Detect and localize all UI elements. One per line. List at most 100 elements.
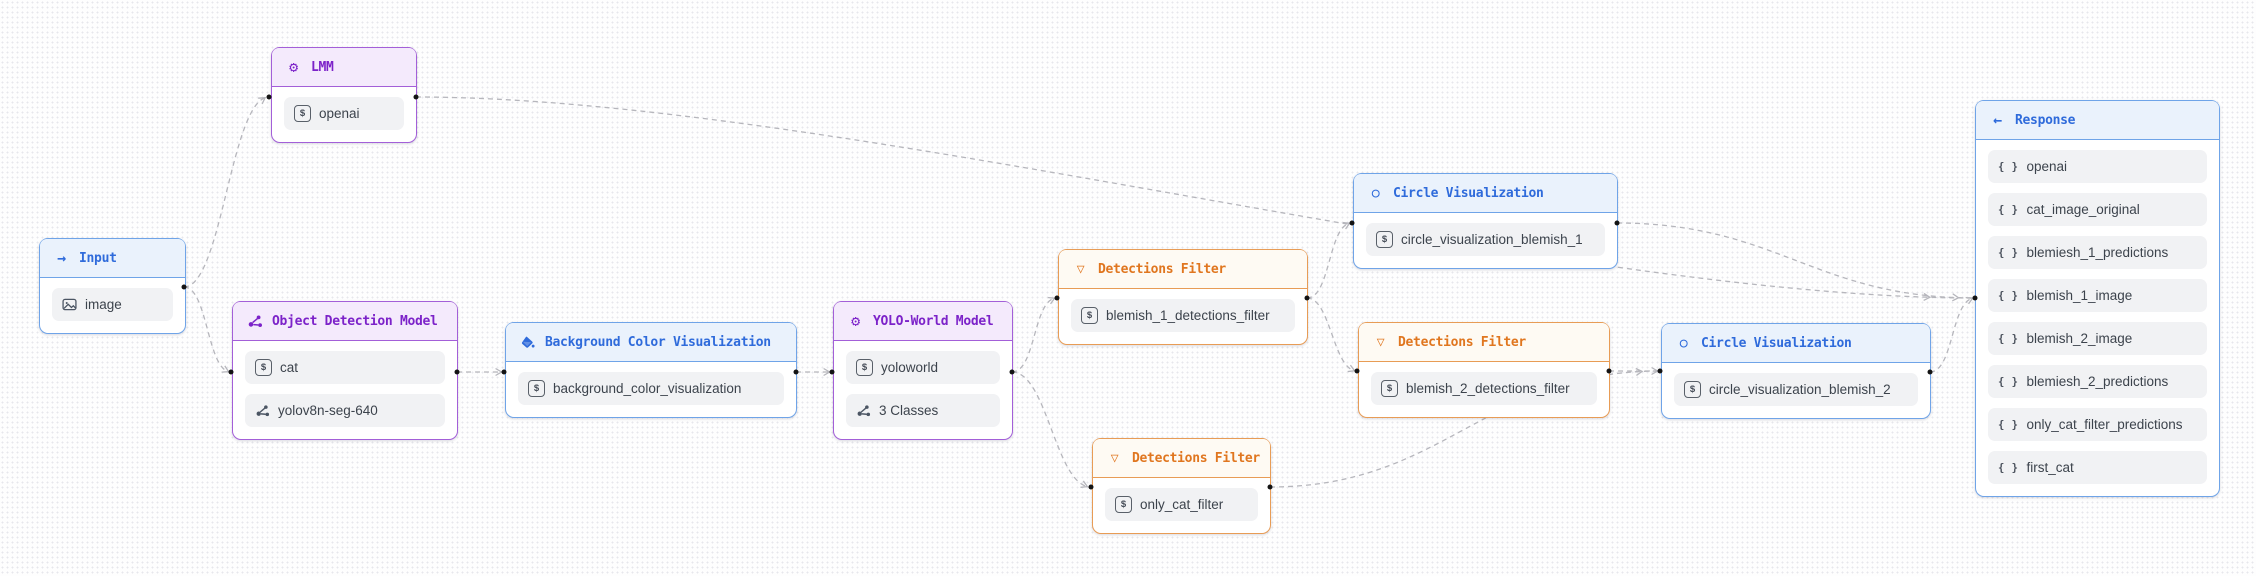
node-df1[interactable]: ▽Detections Filter $blemish_1_detections_… (1058, 249, 1308, 345)
connection-handle[interactable] (1009, 369, 1015, 375)
node-item[interactable]: { }first_cat (1988, 451, 2207, 484)
node-lmm[interactable]: ⚙LMM $openai (271, 47, 417, 143)
node-item[interactable]: image (52, 288, 173, 321)
node-item[interactable]: $background_color_visualization (518, 372, 784, 405)
arrow-right-icon: → (57, 248, 66, 267)
connection-handle[interactable] (181, 284, 187, 290)
node-header: ○Circle Visualization (1662, 324, 1930, 363)
node-item[interactable]: $blemish_2_detections_filter (1371, 372, 1597, 405)
edge-input-lmm[interactable] (183, 96, 270, 288)
node-header: ⚙LMM (272, 48, 416, 87)
node-item[interactable]: { }openai (1988, 150, 2207, 183)
connection-handle[interactable] (1267, 484, 1273, 490)
node-bcv[interactable]: Background Color Visualization $backgroun… (505, 322, 797, 418)
node-item[interactable]: { }blemiesh_1_predictions (1988, 236, 2207, 269)
dollar-icon: $ (255, 359, 272, 376)
node-odm[interactable]: Object Detection Model $cat yolov8n-seg-64… (232, 301, 458, 440)
node-item-label: background_color_visualization (553, 381, 742, 396)
node-body: $blemish_1_detections_filter (1059, 289, 1307, 344)
node-item-label: only_cat_filter_predictions (2026, 417, 2183, 432)
node-item[interactable]: { }only_cat_filter_predictions (1988, 408, 2207, 441)
node-item[interactable]: $cat (245, 351, 445, 384)
node-item[interactable]: $circle_visualization_blemish_2 (1674, 373, 1918, 406)
connection-handle[interactable] (1927, 369, 1933, 375)
dollar-icon: $ (1081, 307, 1098, 324)
node-header: Object Detection Model (233, 302, 457, 341)
node-title: Detections Filter (1098, 261, 1226, 277)
circle-icon: ○ (1371, 185, 1380, 201)
braces-icon: { } (1998, 375, 2019, 388)
node-title: Detections Filter (1398, 334, 1526, 350)
connection-handle[interactable] (1972, 295, 1978, 301)
edge-lmm-response[interactable] (415, 96, 1976, 299)
node-item-label: 3 Classes (879, 403, 939, 418)
node-item[interactable]: $openai (284, 97, 404, 130)
connection-handle[interactable] (1657, 368, 1663, 374)
dollar-icon: $ (856, 359, 873, 376)
dollar-icon: $ (1115, 496, 1132, 513)
node-item[interactable]: $ only_cat_filter (1105, 488, 1258, 521)
node-body: $openai (272, 87, 416, 142)
connection-handle[interactable] (1304, 295, 1310, 301)
connection-handle[interactable] (1354, 368, 1360, 374)
edge-cv1-response[interactable] (1616, 222, 1976, 299)
node-item[interactable]: $circle_visualization_blemish_1 (1366, 223, 1605, 256)
connection-handle[interactable] (501, 369, 507, 375)
node-item[interactable]: { }cat_image_original (1988, 193, 2207, 226)
connection-handle[interactable] (454, 369, 460, 375)
node-item-label: circle_visualization_blemish_2 (1709, 382, 1891, 397)
node-item[interactable]: 3 Classes (846, 394, 1000, 427)
connection-handle[interactable] (1054, 295, 1060, 301)
node-header: →Input (40, 239, 185, 278)
edge-df1-cv1[interactable] (1306, 222, 1353, 299)
node-item[interactable]: $yoloworld (846, 351, 1000, 384)
connection-handle[interactable] (413, 94, 419, 100)
connection-handle[interactable] (228, 369, 234, 375)
molecule-chip-icon (856, 403, 871, 418)
connection-handle[interactable] (1614, 220, 1620, 226)
node-title: LMM (311, 59, 334, 75)
node-item[interactable]: { }blemish_2_image (1988, 322, 2207, 355)
node-item[interactable]: { }blemiesh_2_predictions (1988, 365, 2207, 398)
node-item-label: blemish_1_image (2026, 288, 2133, 303)
node-item[interactable]: $blemish_1_detections_filter (1071, 299, 1295, 332)
node-input[interactable]: →Input image (39, 238, 186, 334)
edge-arrowhead (1923, 292, 1932, 302)
node-header: ▽Detections Filter (1059, 250, 1307, 289)
node-item[interactable]: yolov8n-seg-640 (245, 394, 445, 427)
node-title: Background Color Visualization (545, 334, 771, 350)
node-body: { }openai { }cat_image_original { }blemies… (1976, 140, 2219, 496)
node-df2[interactable]: ▽Detections Filter$blemish_2_detections_… (1358, 322, 1610, 418)
node-df3[interactable]: ▽ Detections Filter $ only_cat_filter (1092, 438, 1271, 534)
braces-icon: { } (1998, 289, 2019, 302)
node-body: $cat yolov8n-seg-640 (233, 341, 457, 439)
edge-ywm-df1[interactable] (1011, 297, 1058, 373)
node-response[interactable]: ←Response{ }openai{ }cat_image_original{… (1975, 100, 2220, 497)
connection-handle[interactable] (1088, 484, 1094, 490)
node-item-label: image (85, 297, 122, 312)
node-item[interactable]: { } blemish_1_image (1988, 279, 2207, 312)
node-body: $circle_visualization_blemish_1 (1354, 213, 1617, 268)
braces-icon: { } (1998, 246, 2019, 259)
node-item-label: only_cat_filter (1140, 497, 1224, 512)
node-item-label: blemish_2_image (2026, 331, 2133, 346)
node-item-label: blemish_2_detections_filter (1406, 381, 1570, 396)
node-cv1[interactable]: ○Circle Visualization$circle_visualizati… (1353, 173, 1618, 269)
node-cv2[interactable]: ○Circle Visualization $circle_visualizati… (1661, 323, 1931, 419)
connection-handle[interactable] (266, 94, 272, 100)
paint-bucket-icon (519, 335, 536, 350)
connection-handle[interactable] (829, 369, 835, 375)
node-item-label: yolov8n-seg-640 (278, 403, 378, 418)
node-title: Detections Filter (1132, 450, 1260, 466)
connection-handle[interactable] (1606, 368, 1612, 374)
connection-handle[interactable] (1349, 220, 1355, 226)
connection-handle[interactable] (793, 369, 799, 375)
filter-icon: ▽ (1110, 450, 1119, 466)
edge-input-odm[interactable] (183, 286, 232, 373)
edge-arrowhead (1635, 367, 1644, 376)
edge-ywm-df3[interactable] (1011, 371, 1092, 488)
edge-cv2-response[interactable] (1929, 297, 1976, 373)
edge-df1-df2[interactable] (1306, 297, 1358, 372)
